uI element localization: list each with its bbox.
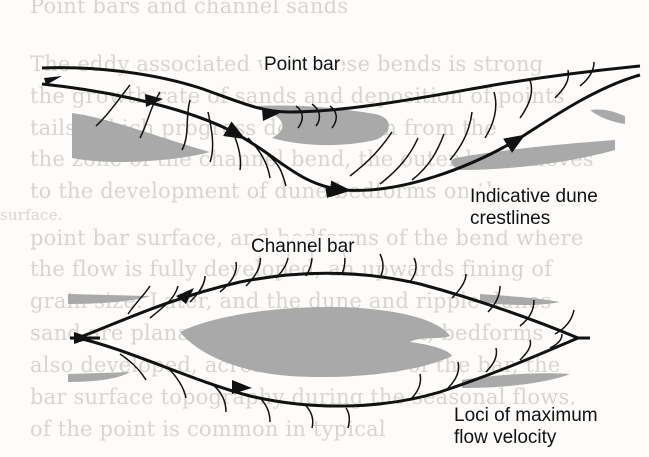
flow-arrow <box>176 288 194 304</box>
channel-bar-shape-left-top <box>68 294 150 304</box>
point-bar-diagram <box>41 61 641 198</box>
background-text-line: of the point is common in typical <box>30 417 386 441</box>
channel-bar-dune-crestlines <box>119 245 575 429</box>
dune-crestlines-label-line2: crestlines <box>468 208 553 230</box>
channel-bar-shape-right-top <box>480 294 560 305</box>
channel-bar-shape-center <box>180 307 452 378</box>
max-velocity-label-line2: flow velocity <box>452 427 559 449</box>
point-bar-dune-crestlines <box>95 61 595 187</box>
flow-arrow <box>232 380 252 394</box>
channel-bar-lower-flow-line <box>77 336 579 408</box>
channel-bar-shape-right-bottom <box>462 373 570 388</box>
flow-arrow <box>262 109 280 121</box>
flow-arrow <box>145 94 163 107</box>
background-text-line: surface. <box>0 206 63 224</box>
channel-bar-label: Channel bar <box>249 236 357 258</box>
channel-bar-shape-left-bottom <box>68 372 130 382</box>
point-bar-shape-right-edge <box>590 109 625 124</box>
flow-arrow <box>74 332 92 344</box>
channel-bar-upper-flow-line <box>77 271 579 340</box>
max-velocity-label-line1: Loci of maximum <box>452 405 600 427</box>
point-bar-shape-right <box>451 140 615 170</box>
channel-bar-diagram <box>68 245 590 429</box>
point-bar-label: Point bar <box>262 54 343 76</box>
dune-crestlines-label-line1: Indicative dune <box>468 186 600 208</box>
flow-arrow <box>44 76 62 85</box>
background-text-line: Point bars and channel sands <box>30 0 349 18</box>
flow-arrow <box>325 185 345 198</box>
point-bar-main-channel-line <box>41 64 641 114</box>
